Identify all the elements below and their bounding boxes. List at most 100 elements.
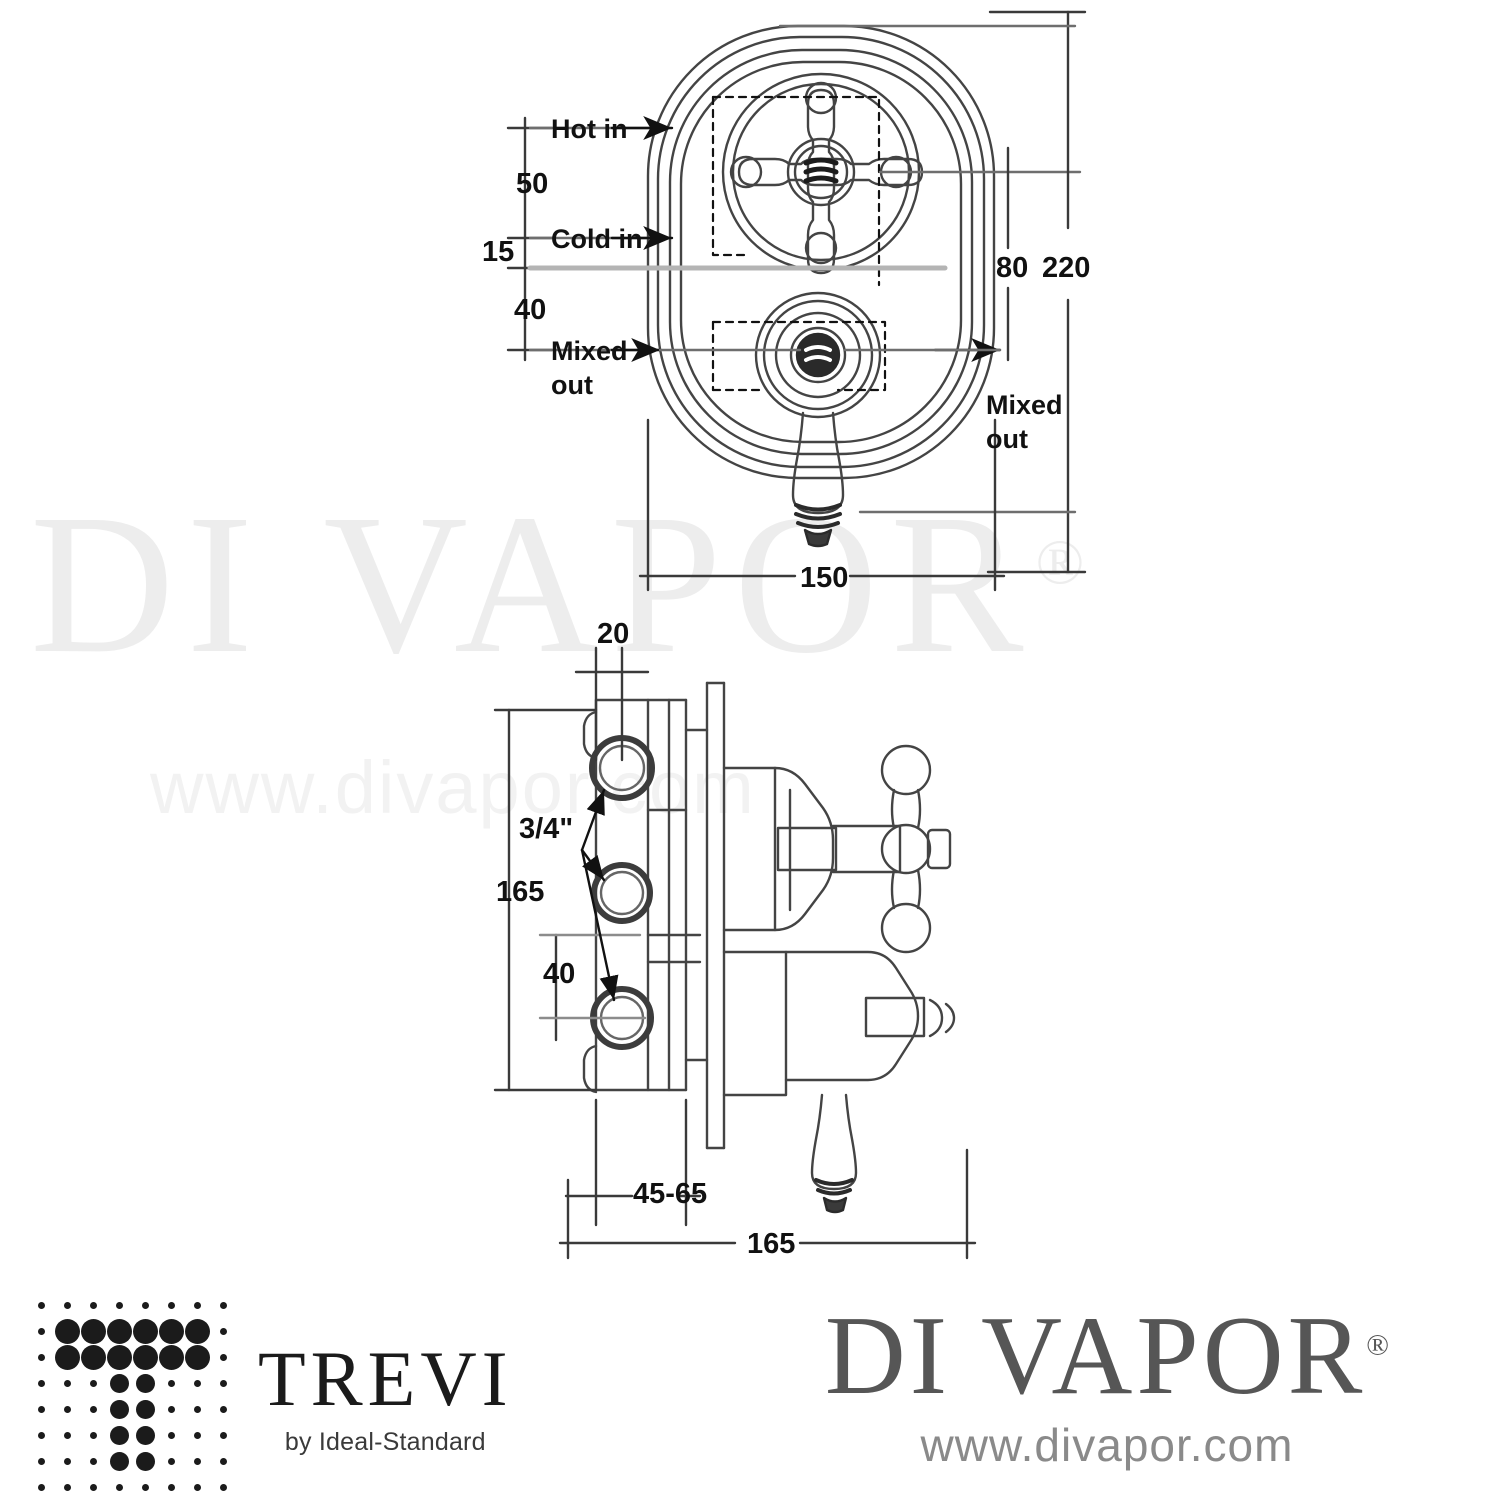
dimension-40: 40 (514, 294, 547, 326)
trevi-dot-icon (167, 1431, 175, 1439)
trevi-dot-icon (167, 1483, 175, 1491)
trevi-dot-icon (193, 1301, 201, 1309)
side-view-dimension-lines (493, 646, 977, 1260)
trevi-dot-cell (210, 1370, 236, 1396)
front-view-hidden-outline (711, 95, 887, 392)
trevi-dot-cell (106, 1448, 132, 1474)
trevi-dot-icon (80, 1344, 106, 1370)
trevi-wordmark: TREVI by Ideal-Standard (258, 1335, 513, 1456)
trevi-dot-icon (219, 1431, 227, 1439)
trevi-dot-cell (158, 1396, 184, 1422)
side-view-lower-valve (722, 950, 956, 1214)
trevi-logo: TREVI by Ideal-Standard (28, 1292, 513, 1500)
trevi-dot-icon (219, 1327, 227, 1335)
trevi-tagline: by Ideal-Standard (284, 1427, 486, 1456)
dimension-220: 220 (1042, 252, 1091, 284)
trevi-dot-cell (28, 1448, 54, 1474)
dimension-165-vertical: 165 (496, 876, 545, 908)
trevi-dot-cell (132, 1396, 158, 1422)
trevi-dot-cell (80, 1448, 106, 1474)
trevi-dot-icon (167, 1405, 175, 1413)
side-view-wall-plate (684, 681, 726, 1150)
front-view-dimension-lines (506, 10, 1087, 592)
trevi-dot-cell (132, 1292, 158, 1318)
divapor-name: DI VAPOR (824, 1294, 1367, 1418)
dimension-80: 80 (996, 252, 1029, 284)
trevi-dot-cell (80, 1396, 106, 1422)
trevi-dot-icon (54, 1344, 80, 1370)
trevi-dot-icon (37, 1483, 45, 1491)
trevi-dot-icon (132, 1344, 158, 1370)
front-view-faceplate (646, 24, 996, 480)
trevi-dot-icon (63, 1431, 71, 1439)
trevi-dot-cell (158, 1344, 184, 1370)
trevi-dot-icon (37, 1353, 45, 1361)
trevi-dot-cell (28, 1292, 54, 1318)
trevi-dot-cell (210, 1396, 236, 1422)
trevi-dot-cell (28, 1422, 54, 1448)
trevi-dot-icon (219, 1301, 227, 1309)
trevi-dot-cell (54, 1292, 80, 1318)
front-view-lever-handle (791, 411, 845, 548)
trevi-dot-cell (132, 1370, 158, 1396)
trevi-dot-icon (63, 1483, 71, 1491)
trevi-dot-icon (37, 1457, 45, 1465)
divapor-name-row: DI VAPOR® (742, 1300, 1472, 1412)
label-hot-in: Hot in (551, 114, 628, 144)
trevi-dot-icon (193, 1431, 201, 1439)
trevi-dot-cell (106, 1292, 132, 1318)
trevi-dot-cell (54, 1318, 80, 1344)
trevi-dot-icon (158, 1318, 184, 1344)
trevi-dot-icon (63, 1457, 71, 1465)
trevi-dot-icon (219, 1353, 227, 1361)
trevi-dot-icon (135, 1373, 155, 1393)
trevi-dot-cell (80, 1344, 106, 1370)
trevi-dot-cell (80, 1422, 106, 1448)
trevi-dot-icon (135, 1399, 155, 1419)
watermark-brand-text: DI VAPOR (30, 474, 1036, 695)
trevi-dot-icon (167, 1457, 175, 1465)
trevi-dot-icon (89, 1301, 97, 1309)
trevi-dot-matrix-icon (28, 1292, 236, 1500)
trevi-dot-icon (219, 1457, 227, 1465)
divapor-registered-icon: ® (1366, 1328, 1390, 1362)
trevi-dot-icon (89, 1483, 97, 1491)
trevi-dot-icon (37, 1327, 45, 1335)
trevi-dot-icon (184, 1318, 210, 1344)
trevi-dot-cell (132, 1448, 158, 1474)
front-view-flow-control (754, 291, 882, 419)
label-mixed-out-left-line1: Mixed (551, 336, 628, 366)
trevi-dot-icon (109, 1373, 129, 1393)
trevi-dot-cell (184, 1474, 210, 1500)
trevi-dot-cell (210, 1344, 236, 1370)
dimension-40-vertical: 40 (543, 958, 576, 990)
trevi-dot-cell (28, 1370, 54, 1396)
trevi-dot-cell (132, 1318, 158, 1344)
trevi-dot-icon (167, 1301, 175, 1309)
trevi-dot-icon (63, 1405, 71, 1413)
trevi-dot-cell (54, 1396, 80, 1422)
divapor-logo: DI VAPOR® www.divapor.com (742, 1300, 1472, 1472)
trevi-dot-icon (193, 1457, 201, 1465)
trevi-dot-icon (109, 1451, 129, 1471)
trevi-dot-icon (80, 1318, 106, 1344)
label-mixed-out-left-line2: out (551, 370, 593, 400)
trevi-dot-cell (28, 1396, 54, 1422)
trevi-dot-cell (28, 1474, 54, 1500)
trevi-dot-cell (184, 1344, 210, 1370)
trevi-dot-icon (37, 1405, 45, 1413)
trevi-dot-cell (210, 1474, 236, 1500)
side-view-body (582, 698, 702, 1094)
trevi-dot-cell (184, 1422, 210, 1448)
trevi-dot-cell (184, 1292, 210, 1318)
trevi-dot-cell (106, 1370, 132, 1396)
trevi-dot-icon (158, 1344, 184, 1370)
trevi-name: TREVI (258, 1335, 513, 1423)
trevi-dot-icon (193, 1405, 201, 1413)
trevi-dot-icon (219, 1483, 227, 1491)
trevi-dot-icon (54, 1318, 80, 1344)
trevi-dot-icon (167, 1379, 175, 1387)
trevi-dot-icon (106, 1344, 132, 1370)
trevi-dot-cell (54, 1370, 80, 1396)
